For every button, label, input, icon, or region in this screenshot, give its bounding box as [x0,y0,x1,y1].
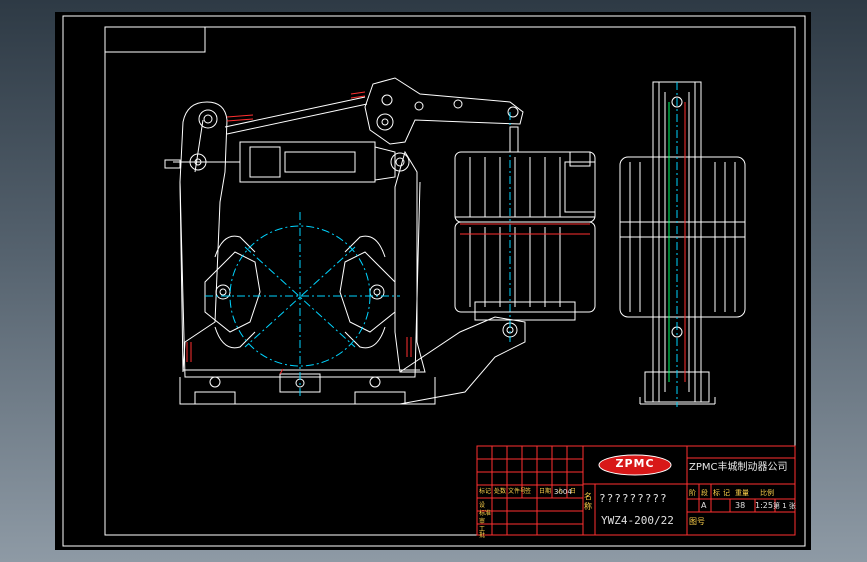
left-row-label: 批 [479,532,486,539]
drawing-canvas[interactable]: ZPMC ZPMC丰城制动器公司 ????????? YWZ4-200/22 名… [55,12,811,550]
stage-cell: 记 [723,489,730,497]
stage-cell: 重量 [735,489,749,497]
header-cell: 标记 [479,488,492,495]
title-block [476,445,796,536]
stage-cell: 标 [713,489,720,497]
sheet-label: 第 1 张 [773,502,796,510]
header-cell: 日 [570,488,577,495]
logo [598,454,672,476]
left-row-label: 标准 [479,510,492,517]
company-name: ZPMC丰城制动器公司 [689,462,788,473]
label-name: 名称 [584,492,592,511]
stage-cell: 阶 [689,489,696,497]
cad-drawing [62,15,806,547]
inner-frame [104,26,796,536]
outer-frame [62,15,806,547]
thruster-red-details [460,223,590,235]
label-code: 图号 [689,517,705,526]
side-view-accents [668,82,686,407]
sheet-count: 38 [735,501,746,510]
side-view [619,81,746,405]
front-red-details [186,91,412,375]
logo-text: ZPMC [615,457,655,470]
header-cell: 签 [525,488,532,495]
left-row-label: 工 [479,526,486,533]
thruster-view [454,126,596,321]
small-value: 3004 [554,488,572,496]
front-center-lines [205,112,511,397]
drawing-name: ????????? [599,492,668,505]
scale: 1:25 [755,501,773,510]
left-row-label: 审 [479,518,486,525]
revision: A [701,501,707,510]
stage-cell: 段 [701,489,708,497]
header-cell: 日期 [539,488,552,495]
header-cell: 人 [557,488,564,495]
stage-cell: 比例 [760,489,774,497]
front-view [164,77,526,405]
model-number: YWZ4-200/22 [601,514,674,527]
left-row-label: 设 [479,502,486,509]
corner-box [104,26,206,53]
header-cell: 处数 [494,488,507,495]
header-cell: 文件号 [508,488,527,495]
